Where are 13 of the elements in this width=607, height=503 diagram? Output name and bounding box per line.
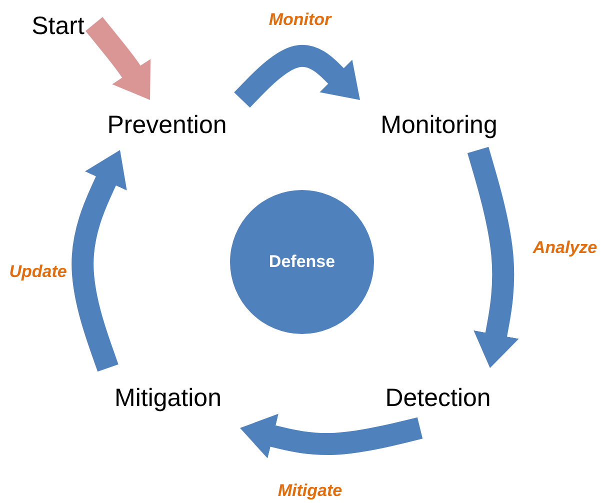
stage-label: Detection bbox=[370, 368, 506, 428]
stage-label: Monitoring bbox=[360, 100, 518, 150]
stage-label: Prevention bbox=[92, 100, 242, 150]
stage-label: Mitigation bbox=[96, 368, 240, 428]
edge-label: Update bbox=[7, 262, 69, 282]
circle-label: Defense bbox=[268, 252, 336, 272]
block-arrow bbox=[467, 146, 519, 368]
block-arrow bbox=[72, 150, 127, 372]
block-arrow bbox=[240, 414, 423, 458]
edge-label: Analyze bbox=[530, 238, 600, 258]
stage-label: Start bbox=[22, 8, 94, 44]
block-arrow bbox=[85, 17, 151, 100]
edge-label: Mitigate bbox=[276, 481, 344, 501]
